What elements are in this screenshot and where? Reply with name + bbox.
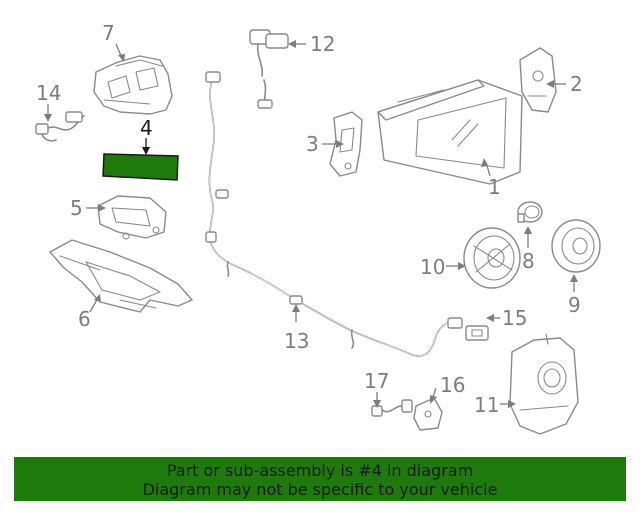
callout-7-label: 7 bbox=[102, 21, 115, 45]
banner-line-2: Diagram may not be specific to your vehi… bbox=[142, 480, 498, 499]
callout-10-label: 10 bbox=[420, 255, 445, 279]
callout-6: 6 bbox=[78, 294, 101, 331]
callout-11: 11 bbox=[474, 393, 516, 417]
callout-2-label: 2 bbox=[570, 72, 583, 96]
part-9-speaker bbox=[551, 219, 601, 273]
callout-9-label: 9 bbox=[568, 293, 581, 317]
callout-15-label: 15 bbox=[502, 306, 527, 330]
callout-10: 10 bbox=[420, 255, 466, 279]
callout-4: 4 bbox=[140, 116, 153, 155]
callout-4-label: 4 bbox=[140, 116, 153, 140]
part-16-block bbox=[413, 397, 443, 431]
callout-2: 2 bbox=[546, 72, 583, 96]
part-14-harness bbox=[35, 111, 85, 142]
callout-12-label: 12 bbox=[310, 32, 335, 56]
callout-13: 13 bbox=[284, 304, 309, 353]
callout-8-label: 8 bbox=[522, 249, 535, 273]
parts-diagram-svg: 1 2 3 4 5 6 7 8 9 10 bbox=[35, 21, 601, 435]
callout-1: 1 bbox=[481, 158, 501, 199]
callout-3-label: 3 bbox=[306, 132, 319, 156]
part-3-bracket bbox=[329, 111, 363, 177]
part-10-speaker bbox=[463, 227, 521, 289]
part-6-tray bbox=[49, 239, 193, 313]
part-15-connector bbox=[465, 325, 489, 341]
part-13-main-harness bbox=[205, 71, 463, 357]
part-5-plate bbox=[97, 195, 167, 240]
callout-14: 14 bbox=[36, 81, 61, 122]
callout-1-label: 1 bbox=[488, 175, 501, 199]
callout-16-label: 16 bbox=[440, 373, 465, 397]
callout-5-label: 5 bbox=[70, 196, 83, 220]
callout-11-label: 11 bbox=[474, 393, 499, 417]
part-1-display bbox=[377, 79, 523, 185]
callout-13-label: 13 bbox=[284, 329, 309, 353]
part-7-bracket bbox=[93, 55, 173, 115]
callout-9: 9 bbox=[568, 274, 581, 317]
parts-diagram: 1 2 3 4 5 6 7 8 9 10 bbox=[35, 21, 601, 435]
callout-7: 7 bbox=[102, 21, 125, 62]
callout-17-label: 17 bbox=[364, 369, 389, 393]
callout-3: 3 bbox=[306, 132, 344, 156]
part-8-tweeter bbox=[517, 201, 543, 223]
callout-6-label: 6 bbox=[78, 307, 91, 331]
callout-5: 5 bbox=[70, 196, 106, 220]
part-12-connector bbox=[249, 29, 289, 109]
callout-14-label: 14 bbox=[36, 81, 61, 105]
callout-8: 8 bbox=[522, 226, 535, 273]
info-banner: Part or sub-assembly is #4 in diagram Di… bbox=[14, 457, 626, 501]
banner-line-1: Part or sub-assembly is #4 in diagram bbox=[166, 461, 474, 480]
part-17-sensor bbox=[371, 399, 413, 417]
part-4-module-highlighted bbox=[102, 153, 179, 181]
part-11-enclosure bbox=[509, 333, 579, 435]
callout-15: 15 bbox=[486, 306, 527, 330]
part-2-bracket bbox=[519, 47, 557, 113]
callout-16: 16 bbox=[430, 373, 465, 404]
callout-12: 12 bbox=[288, 32, 335, 56]
callout-17: 17 bbox=[364, 369, 389, 408]
